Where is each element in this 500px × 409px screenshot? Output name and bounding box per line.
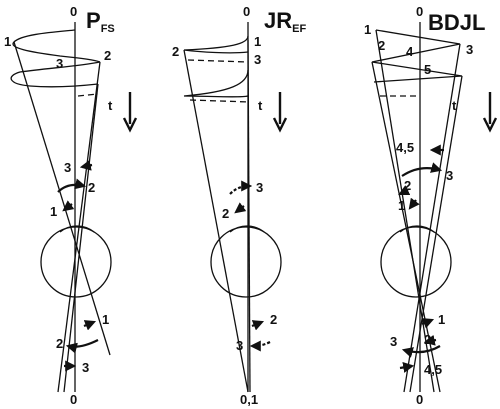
panel-jref: 0 JREF t 2 1 3 3 2 2 3 0,1: [172, 4, 306, 407]
panel-pfs-upper-label-2: 2: [88, 180, 95, 195]
panel-bdjl-lower-label-3: 3: [390, 334, 397, 349]
panel-jref-trace-1: [183, 35, 249, 54]
panel-jref-ray-2: [247, 39, 251, 393]
panel-jref-time-arrowhead: [272, 117, 288, 133]
panel-jref-title-sub: EF: [292, 23, 306, 35]
panel-bdjl-lower-label-45: 4,5: [424, 362, 442, 377]
panel-bdjl-upper-label-45: 4,5: [396, 140, 414, 155]
panel-bdjl: 0 BDJL t 1 2 4 3 5 4,5 3 2 1 1 2 3 4,5 0: [364, 4, 498, 407]
panel-bdjl-lower-arrow-3: [401, 345, 441, 358]
panel-bdjl-upper-arrow-2: [398, 185, 411, 195]
panel-bdjl-upper-label-1: 1: [398, 198, 405, 213]
panel-bdjl-bottom-axis: 0: [416, 392, 423, 407]
panel-bdjl-upper-label-3: 3: [446, 168, 453, 183]
panel-bdjl-upper-arrow-1: [408, 197, 420, 210]
panel-jref-lower-arrow-2: [251, 320, 265, 331]
panel-pfs-time-arrowhead: [122, 117, 138, 133]
panel-pfs-trace-label-3: 3: [56, 56, 63, 71]
panel-bdjl-trace-zigzag: [371, 29, 463, 83]
panel-pfs-top-axis: 0: [70, 4, 77, 19]
panel-jref-top-axis: 0: [243, 4, 250, 19]
panel-pfs-upper-arrow-3: [79, 159, 93, 171]
panel-jref-trace-dash-1: [187, 59, 249, 63]
panel-pfs-upper-label-1: 1: [50, 204, 57, 219]
panel-bdjl-lower-arrow-1: [421, 318, 435, 329]
panel-pfs-eye: [40, 226, 112, 298]
panel-pfs-time-label: t: [108, 98, 113, 113]
panel-jref-title: JREF: [264, 8, 306, 35]
panel-jref-trace-dash-2: [189, 99, 251, 103]
panel-pfs-upper-label-3: 3: [64, 160, 71, 175]
panel-bdjl-trace-label-2: 2: [378, 38, 385, 53]
panel-pfs-bottom-axis: 0: [70, 392, 77, 407]
panel-bdjl-eye-cornea: [399, 225, 435, 233]
panel-bdjl-top-axis: 0: [416, 4, 423, 19]
panel-jref-upper-arrow-2: [234, 202, 247, 214]
panel-bdjl-trace-label-3: 3: [466, 42, 473, 57]
panel-jref-trace-2: [183, 69, 249, 98]
panel-pfs-lower-arrow-1: [83, 320, 97, 331]
panel-pfs-trace-2: [10, 61, 101, 88]
panel-bdjl-trace-label-4: 4: [406, 44, 414, 59]
panel-pfs-lower-label-3: 3: [82, 360, 89, 375]
panel-pfs-lower-label-1: 1: [102, 312, 109, 327]
panel-jref-lower-label-2: 2: [270, 312, 277, 327]
panel-jref-title-main: JR: [264, 8, 292, 33]
panel-pfs-title-sub: FS: [101, 23, 115, 35]
panel-pfs-trace-1: [12, 29, 101, 63]
panel-jref-lower-label-3: 3: [236, 338, 243, 353]
panel-jref-eye-cornea: [229, 225, 265, 233]
panel-jref-ray-1: [183, 49, 249, 393]
panel-pfs-upper-arrow-1: [62, 200, 75, 212]
panel-jref-lower-arrow-3: [249, 340, 271, 352]
panel-jref-upper-label-3: 3: [256, 180, 263, 195]
panel-pfs-trace-dash: [77, 93, 99, 97]
panel-jref-time-label: t: [258, 98, 263, 113]
panel-bdjl-title: BDJL: [428, 10, 485, 35]
panel-jref-trace-label-3: 3: [254, 52, 261, 67]
panel-bdjl-trace-label-1: 1: [364, 22, 371, 37]
panel-pfs-title: PFS: [86, 8, 115, 35]
panel-bdjl-lower-arrow-2: [423, 334, 437, 346]
panel-jref-trace-label-1: 1: [254, 34, 261, 49]
panel-jref-eye: [210, 226, 282, 298]
panel-bdjl-ray-1: [375, 29, 435, 393]
panel-jref-trace-label-2: 2: [172, 44, 179, 59]
panel-bdjl-lower-label-1: 1: [438, 312, 445, 327]
panel-pfs-lower-arrow-2: [65, 339, 99, 354]
panel-bdjl-time-arrowhead: [482, 117, 498, 133]
panel-jref-bottom-axis: 0,1: [240, 392, 258, 407]
panel-pfs-ray-1: [13, 41, 111, 356]
panel-pfs-lower-label-2: 2: [56, 336, 63, 351]
panel-pfs-eye-cornea: [59, 225, 95, 233]
panel-jref-upper-arrow-3: [229, 180, 253, 195]
panel-pfs: 0 PFS t 1 3 2 3 2 1 1 2: [4, 4, 138, 407]
panel-pfs-trace-label-1: 1: [4, 34, 11, 49]
panel-bdjl-ray-2: [403, 43, 461, 393]
panel-pfs-title-main: P: [86, 8, 101, 33]
panel-bdjl-lower-arrow-45: [399, 362, 415, 373]
panel-bdjl-time-label: t: [452, 98, 457, 113]
panel-bdjl-trace-label-5: 5: [424, 62, 431, 77]
panel-bdjl-lower-label-2: 2: [424, 332, 431, 347]
panel-pfs-upper-arrow-2: [57, 178, 87, 193]
panel-bdjl-upper-arrow-3: [401, 162, 443, 177]
panel-jref-upper-label-2: 2: [222, 206, 229, 221]
panel-pfs-ray-3: [63, 83, 99, 393]
panel-bdjl-eye: [380, 226, 452, 298]
panel-pfs-trace-label-2: 2: [104, 48, 111, 63]
